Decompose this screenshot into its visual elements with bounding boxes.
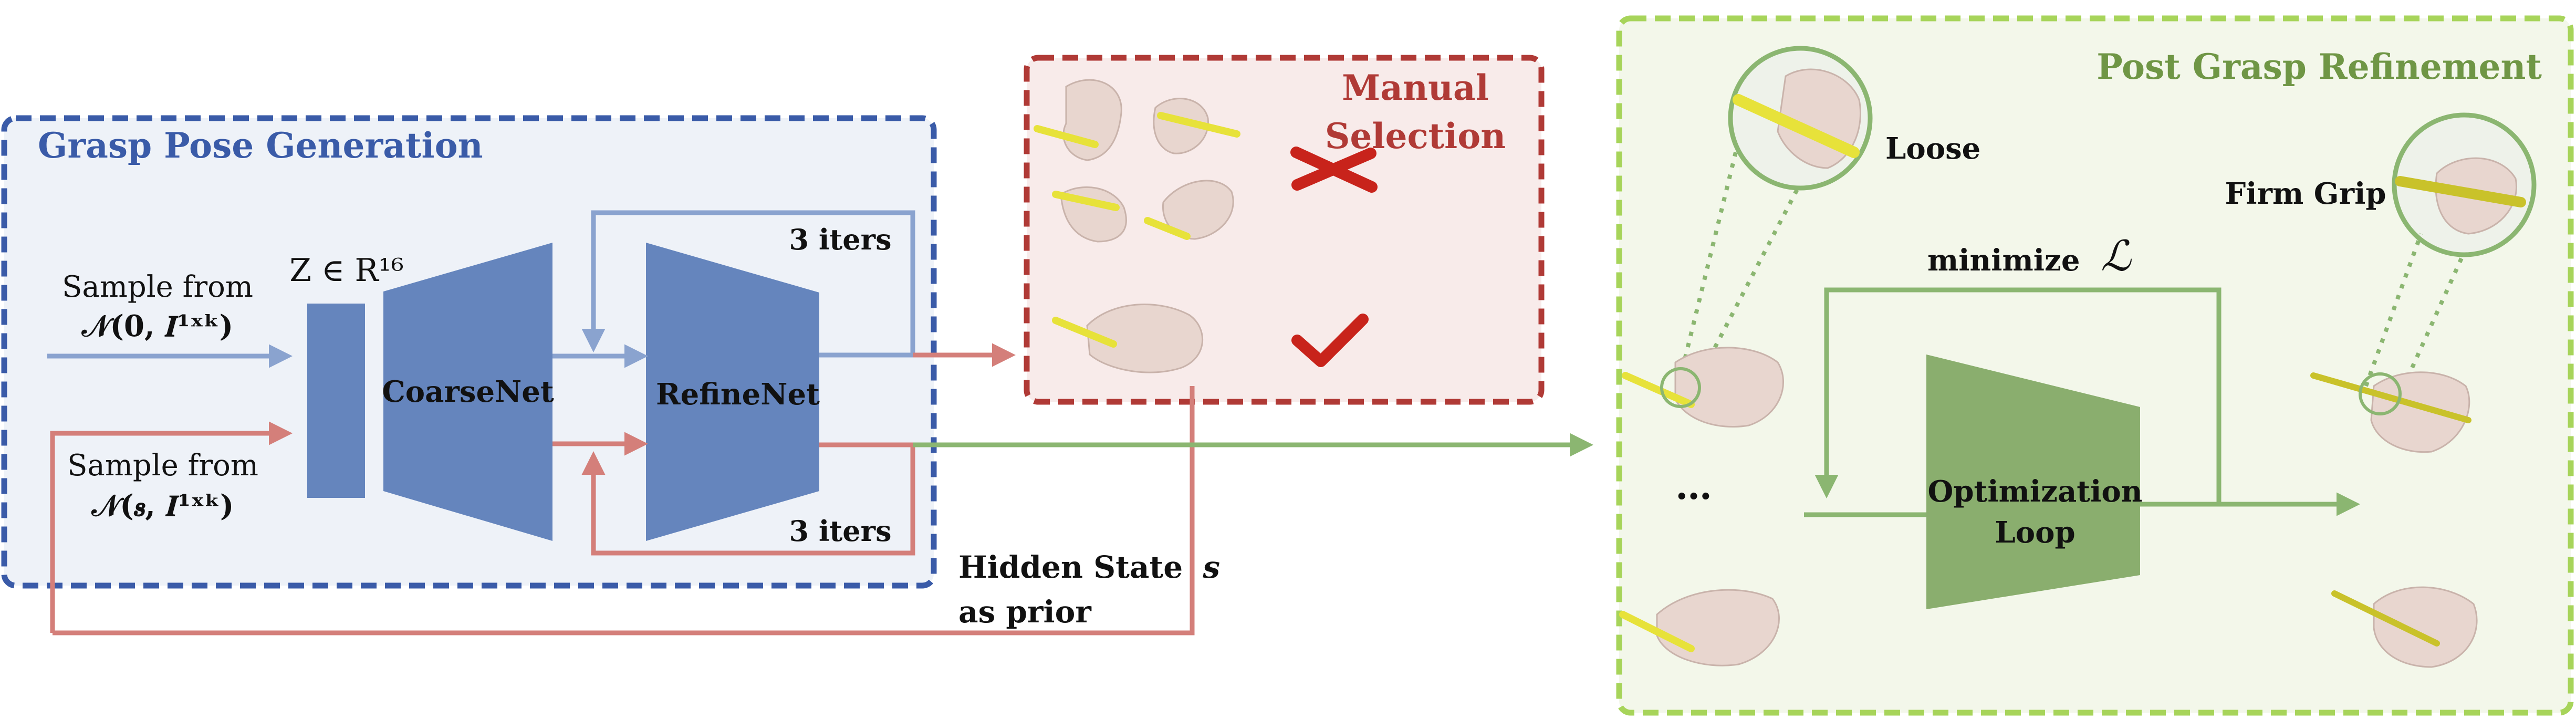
minimize-text: minimize <box>1927 243 2080 278</box>
hand-candidate-2 <box>1153 98 1240 154</box>
sample-prior-distribution: 𝒩(𝟎, 𝑰¹ˣᵏ) <box>81 309 233 343</box>
coarsenet-block <box>383 243 552 541</box>
grasp-pose-generation-title: Grasp Pose Generation <box>38 125 483 166</box>
refine-loop-bottom-arrow <box>581 442 915 556</box>
loose-zoom-hand <box>1733 68 1861 169</box>
accept-check-icon <box>1291 314 1369 367</box>
hidden-state-as-prior: as prior <box>958 594 1092 630</box>
hand-before-refinement <box>1622 347 1785 428</box>
optimization-label-line2: Loop <box>1995 515 2075 550</box>
hand-selected <box>1052 304 1204 373</box>
hand-after-refinement-alt <box>2331 586 2478 668</box>
firm-zoom-line-a <box>2364 233 2423 387</box>
hand-candidate-1 <box>1034 79 1122 161</box>
hand-candidate-4 <box>1144 180 1234 240</box>
sample-state-distribution: 𝒩(𝒔, 𝑰¹ˣᵏ) <box>91 488 234 523</box>
hand-after-refinement <box>2310 371 2471 453</box>
firm-grip-label: Firm Grip <box>2225 176 2386 211</box>
sample-state-label: Sample from <box>67 449 258 483</box>
firm-zoom-line-b <box>2401 254 2465 390</box>
refine-iters-bottom-label: 3 iters <box>789 514 891 548</box>
refine-loop-top-arrow <box>581 210 915 358</box>
post-grasp-refinement-title: Post Grasp Refinement <box>2097 46 2542 87</box>
loose-label: Loose <box>1885 131 1980 166</box>
loss-symbol: ℒ <box>2101 232 2132 280</box>
coarsenet-label: CoarseNet <box>382 374 554 409</box>
optimization-loop-block <box>1926 355 2140 609</box>
minimize-loss-label: minimize ℒ <box>1927 232 2132 280</box>
firm-grip-zoom-hand <box>2395 157 2526 235</box>
latent-vector-block <box>307 304 365 498</box>
reject-cross-icon <box>1290 147 1378 193</box>
state-sample-arrow <box>50 421 293 633</box>
loose-zoom-line-a <box>1677 152 1738 381</box>
manual-selection-title-line2: Selection <box>1325 116 1506 157</box>
hand-before-refinement-alt <box>1619 589 1780 666</box>
latent-space-label: Z ∈ R¹⁶ <box>289 252 404 289</box>
refinenet-label: RefineNet <box>656 377 820 412</box>
hidden-state-label: Hidden State 𝒔 <box>958 549 1220 585</box>
hidden-state-text: Hidden State <box>958 549 1183 585</box>
refinenet-block <box>646 243 819 541</box>
refine-iters-top-label: 3 iters <box>789 223 891 256</box>
sample-prior-label: Sample from <box>62 270 253 304</box>
more-candidates-ellipsis: … <box>1675 464 1712 508</box>
loose-zoom-line-b <box>1697 185 1801 379</box>
hidden-state-symbol: 𝒔 <box>1202 549 1220 585</box>
post-grasp-refinement-panel <box>1616 15 2574 716</box>
optimization-label-line1: Optimization <box>1928 474 2143 509</box>
manual-selection-title-line1: Manual <box>1342 67 1489 108</box>
hidden-state-prior-line <box>53 386 1195 635</box>
hand-candidate-3 <box>1052 186 1127 243</box>
